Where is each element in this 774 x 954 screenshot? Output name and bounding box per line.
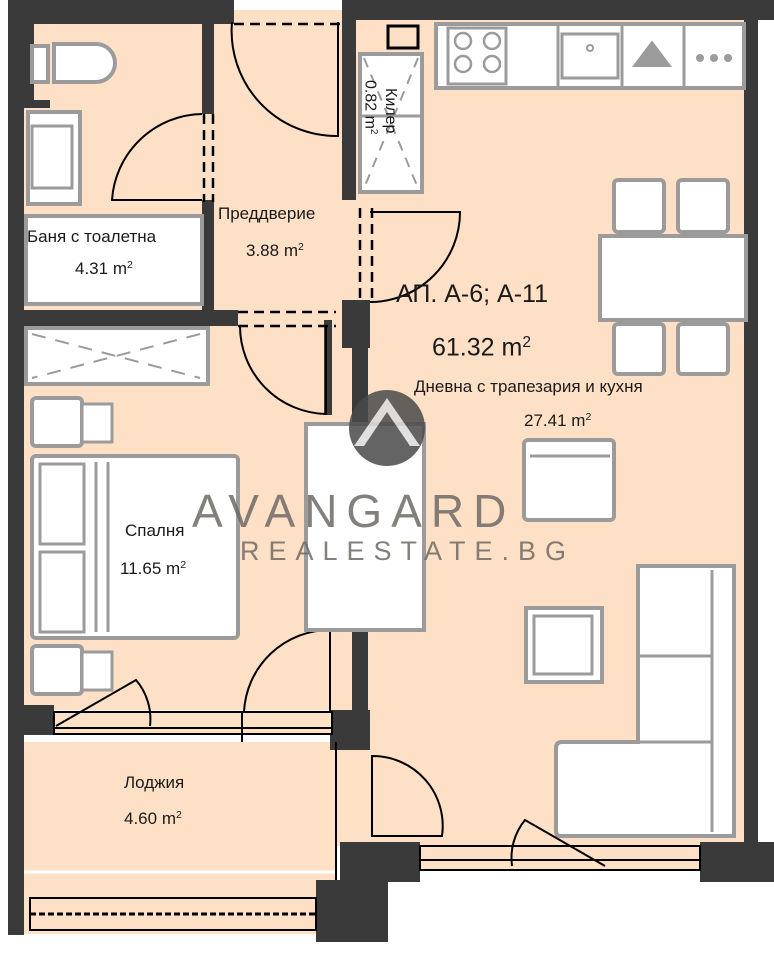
wall-hall-living-upper [342, 0, 356, 200]
room-area-living: 27.41 m2 [524, 412, 591, 429]
wall-top-left [8, 0, 234, 24]
room-area-loggia: 4.60 m2 [124, 810, 182, 827]
armchair [522, 438, 616, 522]
room-area-storage: 0.82 m2 [361, 80, 379, 135]
wall-bath-inner [24, 24, 34, 104]
room-name-hallway: Преддверие [218, 204, 316, 223]
area-unit: m [166, 559, 181, 578]
area-value: 4.60 [124, 809, 158, 828]
door-bathroom [110, 113, 203, 201]
window-tilt-living [510, 818, 606, 867]
windows [24, 711, 701, 931]
door-loggia [371, 754, 444, 837]
storage-shelf [358, 52, 424, 194]
area-value: 27.41 [524, 411, 567, 430]
nightstand [30, 644, 84, 696]
walls [8, 0, 774, 942]
apartment-id: АП. А-6; А-11 [396, 280, 549, 308]
fridge-dots [696, 54, 732, 62]
nightstand [30, 396, 84, 448]
storage-cabinet [386, 24, 420, 50]
door-entrance [230, 21, 339, 138]
entry-strip-floor [336, 742, 416, 846]
watermark-brand: AVANGARD [192, 485, 516, 537]
chair [612, 322, 666, 376]
wall-bath-hall-lower [202, 200, 214, 310]
bathtub-icon [24, 214, 204, 306]
area-value: 61.32 [432, 333, 495, 362]
watermark-domain: REALESTATE.BG [240, 536, 576, 566]
room-area-hallway: 3.88 m2 [246, 242, 304, 259]
doors [55, 21, 606, 867]
hallway-floor [208, 10, 348, 318]
door-living [369, 211, 462, 303]
area-unit: m [361, 115, 379, 129]
watermark-logo-icon [349, 390, 425, 466]
area-value: 4.31 [75, 259, 109, 278]
sofa [554, 564, 736, 838]
apartment-total-area: 61.32 m2 [432, 335, 531, 361]
chair [676, 322, 730, 376]
wall-top-right [342, 0, 774, 20]
area-unit: m [161, 809, 176, 828]
chair [676, 178, 730, 234]
room-name-storage: Килер [382, 88, 399, 134]
sink-icon [560, 32, 620, 80]
toilet-icon [52, 42, 117, 84]
area-unit-power: 2 [298, 241, 304, 254]
area-unit-power: 2 [585, 411, 592, 424]
wall-bedroom-bottom-left [24, 705, 54, 735]
area-unit-power: 2 [368, 128, 379, 135]
window-living [419, 845, 701, 871]
room-name-bedroom: Спалня [125, 521, 185, 540]
door-bedroom [239, 325, 327, 416]
wall-loggia-corner [316, 880, 388, 942]
area-value: 11.65 [120, 559, 162, 578]
wall-bath-bedroom [8, 310, 238, 326]
room-area-bedroom: 11.65 m2 [120, 560, 186, 577]
area-unit: m [501, 333, 523, 362]
wall-bath-hall [202, 24, 214, 114]
area-value: 0.82 [361, 80, 379, 112]
area-value: 3.88 [246, 241, 280, 260]
window-bedroom [53, 711, 333, 735]
window-tilt-bedroom [55, 678, 152, 727]
area-unit: m [571, 411, 586, 430]
wall-living-bottom-right [700, 842, 774, 882]
wall-bedroom-hall-stub [324, 320, 332, 415]
chair [612, 178, 666, 234]
wall-toilet-niche [24, 100, 50, 108]
area-unit: m [283, 241, 298, 260]
area-unit-power: 2 [127, 259, 133, 272]
furniture [24, 22, 748, 838]
room-name-loggia: Лоджия [124, 773, 185, 792]
room-area-bathroom: 4.31 m2 [75, 260, 133, 277]
area-unit: m [112, 259, 127, 278]
room-name-living: Дневна с трапезария и кухня [414, 377, 643, 396]
room-name-bathroom: Баня с тоалетна [27, 227, 157, 246]
area-unit-power: 2 [176, 809, 182, 822]
dining-table [598, 234, 748, 322]
openings [202, 22, 374, 328]
wall-left [8, 0, 24, 935]
hood-icon [632, 40, 672, 67]
toilet-tank [30, 44, 50, 84]
area-unit-power: 2 [522, 334, 531, 351]
area-unit-power: 2 [180, 559, 187, 572]
wall-living-bottom-left [340, 842, 420, 882]
wall-right [744, 20, 758, 850]
